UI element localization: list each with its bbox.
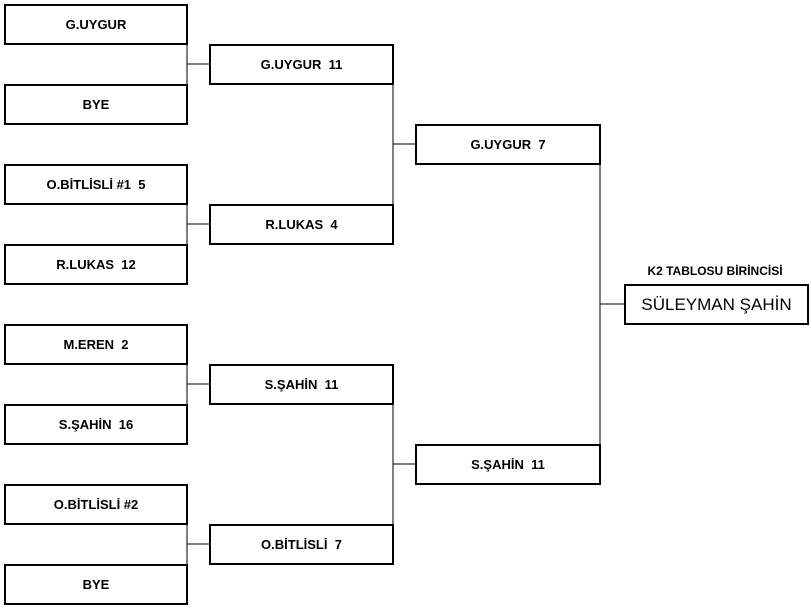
round1-entry-8: BYE bbox=[4, 564, 188, 605]
champion-title: K2 TABLOSU BİRİNCİSİ bbox=[647, 264, 783, 278]
round3-entry-2: S.ŞAHİN 11 bbox=[415, 444, 601, 485]
round3-entry-1: G.UYGUR 7 bbox=[415, 124, 601, 165]
round1-entry-2: BYE bbox=[4, 84, 188, 125]
round2-entry-3: S.ŞAHİN 11 bbox=[209, 364, 394, 405]
round1-entry-5: M.EREN 2 bbox=[4, 324, 188, 365]
round1-entry-7: O.BİTLİSLİ #2 bbox=[4, 484, 188, 525]
round1-entry-1: G.UYGUR bbox=[4, 4, 188, 45]
champion-box: SÜLEYMAN ŞAHİN bbox=[624, 284, 809, 325]
round1-entry-3: O.BİTLİSLİ #1 5 bbox=[4, 164, 188, 205]
round2-entry-2: R.LUKAS 4 bbox=[209, 204, 394, 245]
round2-entry-4: O.BİTLİSLİ 7 bbox=[209, 524, 394, 565]
round1-entry-6: S.ŞAHİN 16 bbox=[4, 404, 188, 445]
round2-entry-1: G.UYGUR 11 bbox=[209, 44, 394, 85]
round1-entry-4: R.LUKAS 12 bbox=[4, 244, 188, 285]
